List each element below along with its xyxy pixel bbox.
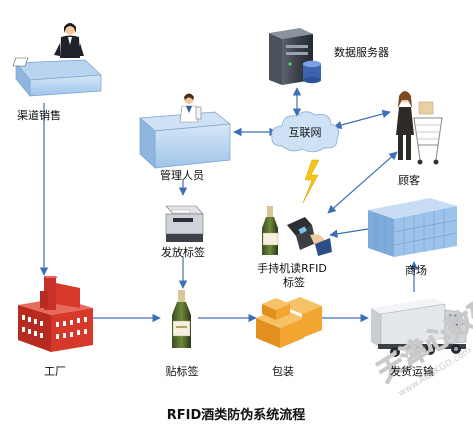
- lightning-bolt-icon: [302, 159, 320, 204]
- label-apply-tag: 贴标签: [165, 365, 199, 378]
- delivery-truck-icon: [371, 298, 467, 357]
- internet-cloud-icon: [271, 111, 339, 153]
- label-shipping: 发货运输: [390, 365, 434, 378]
- label-channel-sales: 渠道销售: [17, 109, 61, 122]
- label-mall: 商场: [405, 264, 427, 277]
- flow-arrows: [39, 87, 419, 323]
- watermark: 天津心数码 www.ACSKGD.com: [352, 256, 473, 423]
- packaging-boxes-icon: [256, 297, 322, 348]
- label-data-server: 数据服务器: [334, 46, 389, 59]
- manager-icon: [139, 93, 231, 169]
- label-factory: 工厂: [44, 365, 66, 378]
- label-handheld-reader-line1: 手持机读RFID: [257, 262, 327, 275]
- wine-bottle-icon: [172, 290, 191, 348]
- customer-icon: [396, 91, 443, 165]
- mall-building-icon: [368, 198, 458, 257]
- diagram-title: RFID酒类防伪系统流程: [166, 408, 306, 423]
- printer-icon: [165, 205, 204, 242]
- label-issue-tag: 发放标签: [161, 246, 205, 259]
- label-manager: 管理人员: [160, 169, 204, 182]
- label-customer: 顾客: [398, 174, 420, 187]
- label-internet: 互联网: [288, 126, 322, 139]
- label-handheld-reader-line2: 标签: [283, 276, 305, 289]
- channel-sales-icon: [12, 23, 102, 97]
- label-packaging: 包装: [272, 365, 294, 378]
- arrow-reader-customer: [327, 151, 398, 214]
- arrow-internet-customer: [333, 109, 391, 130]
- data-server-icon: [269, 28, 321, 85]
- arrow-mall-to-reader: [329, 228, 369, 238]
- watermark-logo: 天津心数码 www.ACSKGD.com: [372, 290, 473, 399]
- handheld-reader-icon: [262, 206, 332, 256]
- factory-icon: [18, 276, 93, 352]
